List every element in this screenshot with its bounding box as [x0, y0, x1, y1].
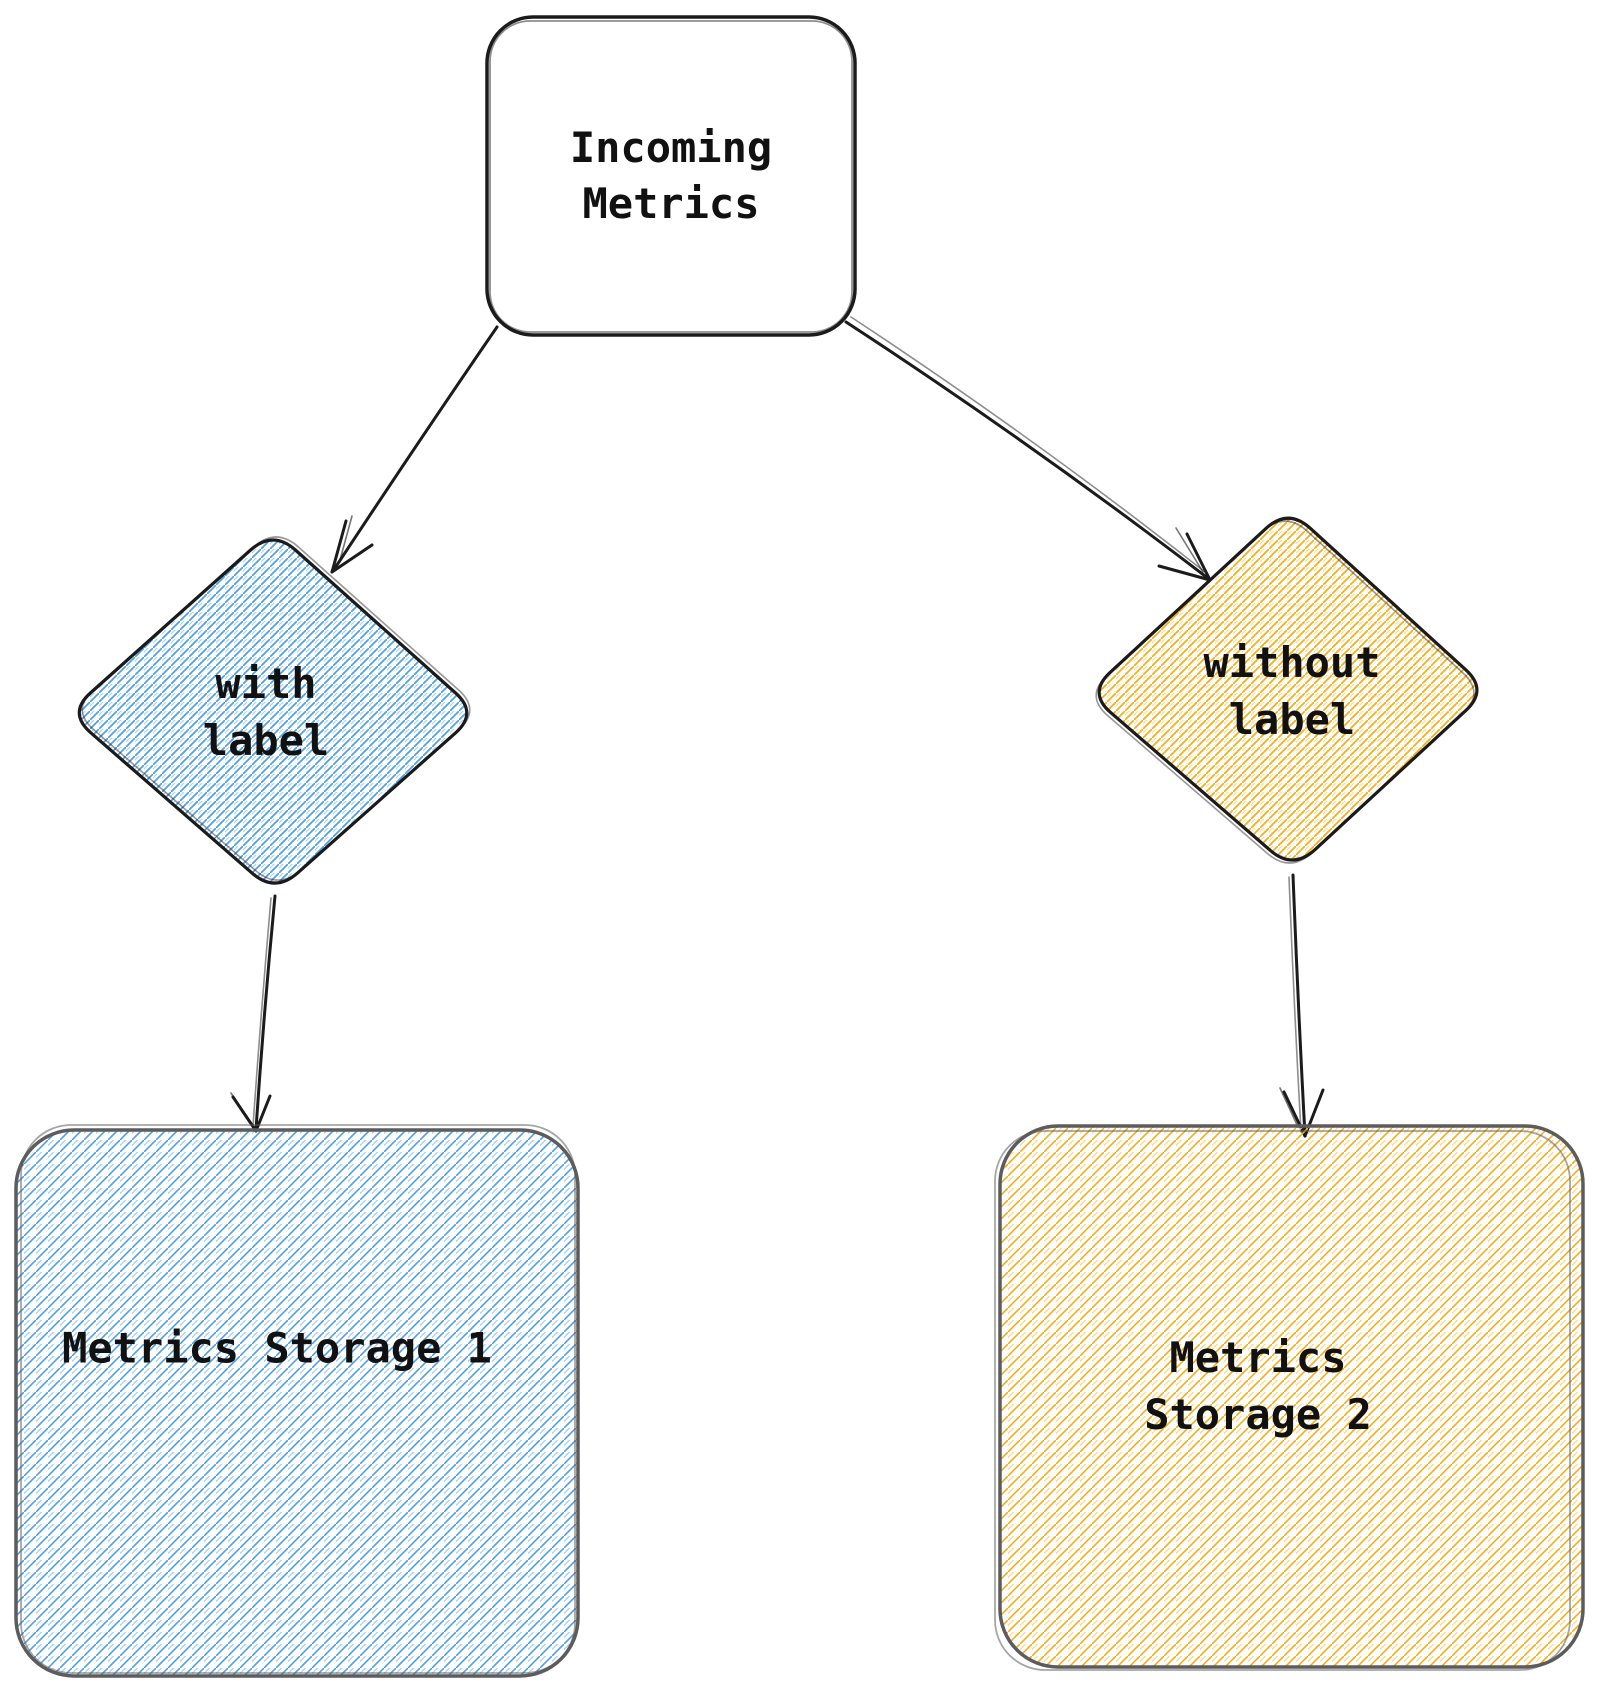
incoming-metrics-box: [485, 15, 857, 337]
storage2-label: Metrics Storage 2: [1144, 1333, 1372, 1439]
arrow-without-label-to-storage2: [1279, 873, 1325, 1138]
incoming-metrics-box-sketch: [489, 20, 853, 333]
arrow-with-label-to-storage1: [230, 894, 277, 1133]
with-label-diamond: [77, 536, 471, 885]
incoming-metrics-label: Incoming Metrics: [569, 123, 773, 228]
without-label-diamond: [1095, 516, 1479, 864]
incoming-metrics-node: [485, 15, 857, 337]
without-label-diamond-shape: [1097, 516, 1479, 862]
storage1-box: [14, 1128, 580, 1678]
without-label-diamond-sketch: [1095, 520, 1475, 864]
arrow-incoming-to-with-label: [330, 325, 499, 574]
with-label-diamond-sketch: [81, 536, 471, 881]
storage2-box-sketch: [994, 1130, 1571, 1671]
storage1-label: Metrics Storage 1: [62, 1323, 492, 1373]
with-label-diamond-shape: [77, 538, 469, 885]
storage1-box-sketch: [20, 1124, 576, 1674]
arrow-incoming-to-without-label: [844, 316, 1212, 582]
storage1-node: [14, 1124, 580, 1678]
storage2-box: [998, 1124, 1585, 1669]
storage2-node: [994, 1124, 1585, 1671]
without-label-text: without label: [1203, 638, 1381, 744]
with-label-text: with label: [202, 659, 330, 765]
